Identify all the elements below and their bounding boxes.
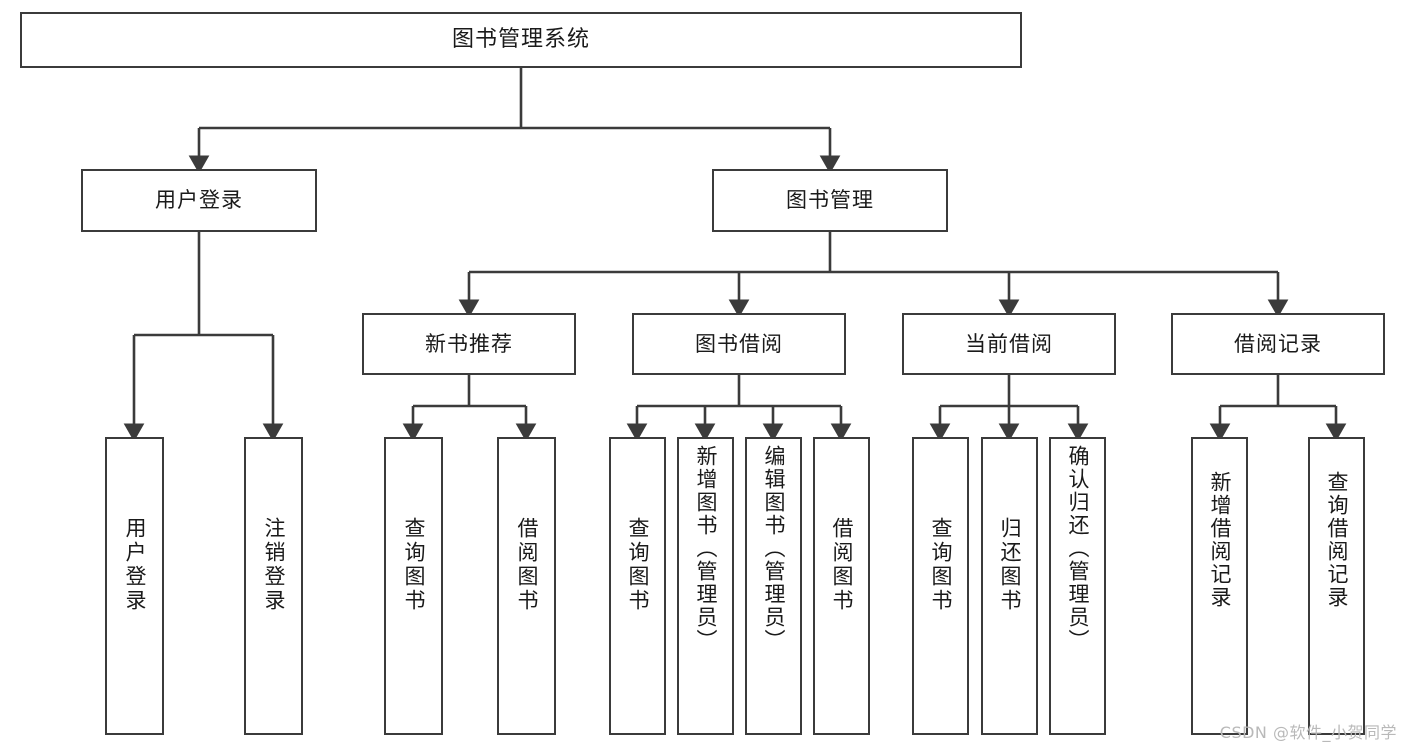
leaf-book-borrow-query[interactable]: 查询图书 [609, 437, 666, 735]
leaf-user-login-logout[interactable]: 注销登录 [244, 437, 303, 735]
leaf-user-login-login[interactable]: 用户登录 [105, 437, 164, 735]
leaf-current-borrow-query[interactable]: 查询图书 [912, 437, 969, 735]
leaf-book-borrow-borrow[interactable]: 借阅图书 [813, 437, 870, 735]
node-label: 编辑图书（管理员） [762, 445, 786, 652]
node-label: 图书借阅 [695, 331, 783, 356]
leaf-borrow-record-query[interactable]: 查询借阅记录 [1308, 437, 1365, 735]
node-new-book-recommend[interactable]: 新书推荐 [362, 313, 576, 375]
node-label: 新增借阅记录 [1208, 471, 1232, 609]
node-borrow-record[interactable]: 借阅记录 [1171, 313, 1385, 375]
leaf-current-borrow-confirm[interactable]: 确认归还（管理员） [1049, 437, 1106, 735]
node-label: 新书推荐 [425, 331, 513, 356]
node-label: 归还图书 [998, 517, 1022, 613]
node-label: 查询图书 [626, 517, 650, 613]
leaf-current-borrow-return[interactable]: 归还图书 [981, 437, 1038, 735]
node-label: 查询图书 [929, 517, 953, 613]
node-current-borrow[interactable]: 当前借阅 [902, 313, 1116, 375]
leaf-new-book-borrow[interactable]: 借阅图书 [497, 437, 556, 735]
node-user-login[interactable]: 用户登录 [81, 169, 317, 232]
node-label: 注销登录 [262, 517, 286, 613]
leaf-borrow-record-add[interactable]: 新增借阅记录 [1191, 437, 1248, 735]
leaf-new-book-query[interactable]: 查询图书 [384, 437, 443, 735]
node-label: 图书管理系统 [451, 27, 590, 53]
node-label: 借阅记录 [1234, 331, 1322, 356]
leaf-book-borrow-edit[interactable]: 编辑图书（管理员） [745, 437, 802, 735]
node-label: 借阅图书 [830, 517, 854, 613]
node-book-borrow[interactable]: 图书借阅 [632, 313, 846, 375]
node-label: 借阅图书 [515, 517, 539, 613]
node-label: 用户登录 [155, 188, 243, 213]
leaf-book-borrow-add[interactable]: 新增图书（管理员） [677, 437, 734, 735]
node-label: 查询借阅记录 [1325, 471, 1349, 609]
node-label: 用户登录 [123, 517, 147, 613]
node-label: 新增图书（管理员） [694, 445, 718, 652]
node-label: 查询图书 [402, 517, 426, 613]
node-label: 当前借阅 [965, 331, 1053, 356]
node-label: 确认归还（管理员） [1066, 445, 1090, 652]
node-label: 图书管理 [786, 188, 874, 213]
node-root-system[interactable]: 图书管理系统 [20, 12, 1022, 68]
node-book-management[interactable]: 图书管理 [712, 169, 948, 232]
